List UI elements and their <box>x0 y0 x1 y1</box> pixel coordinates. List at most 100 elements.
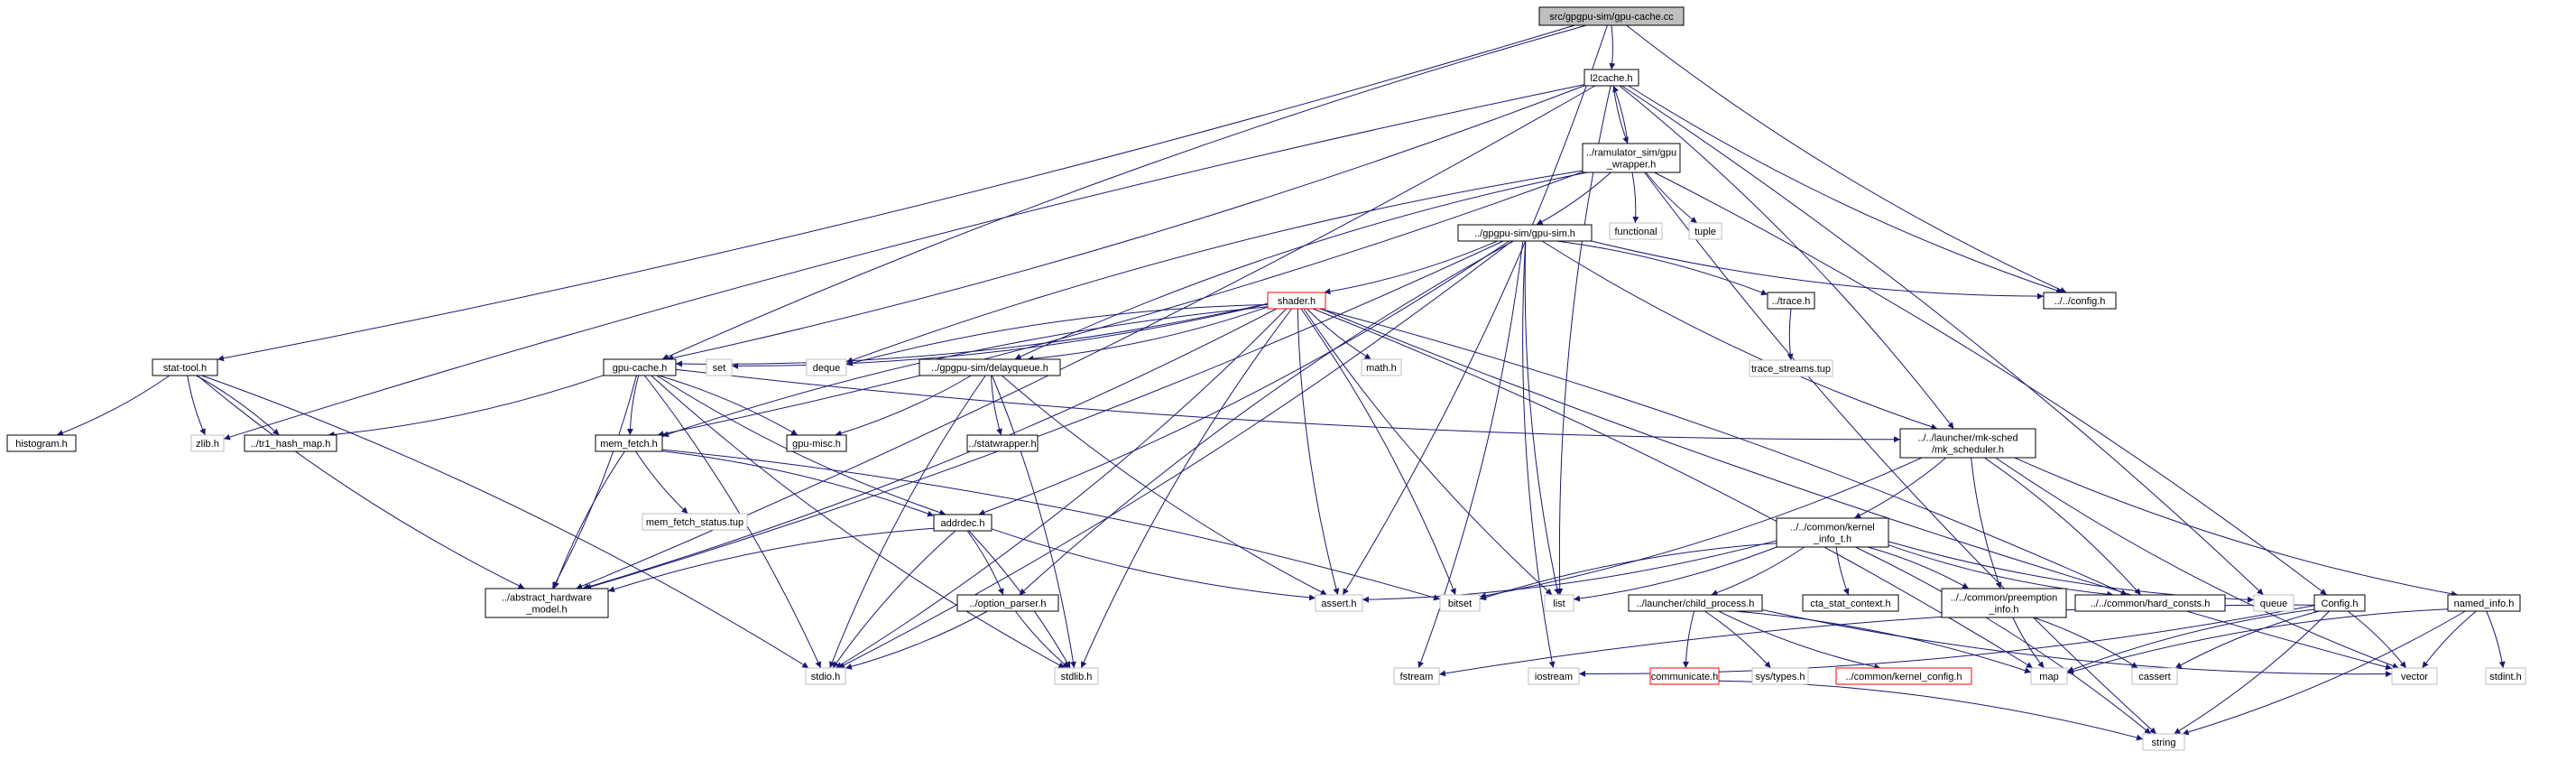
node-string: string <box>2142 733 2185 751</box>
node-shader[interactable]: shader.h <box>1267 292 1326 310</box>
node-label: ../gpgpu-sim/gpu-sim.h <box>1474 228 1575 239</box>
edge-l2cache-to-mksched <box>1619 85 1954 430</box>
node-tr1[interactable]: ../tr1_hash_map.h <box>244 434 337 452</box>
node-root[interactable]: src/gpgpu-sim/gpu-cache.cc <box>1538 6 1685 26</box>
node-label: _wrapper.h <box>1606 160 1656 171</box>
edge-memfetch-to-memfetchstatus <box>635 450 688 515</box>
node-box <box>1688 222 1722 240</box>
node-label: gpu-cache.h <box>613 363 668 374</box>
edge-gpucacheh-to-addrdec <box>656 375 946 516</box>
node-label: _model.h <box>525 605 567 616</box>
node-stattool[interactable]: stat-tool.h <box>152 358 218 376</box>
node-box <box>2142 733 2185 751</box>
node-mksched[interactable]: ../../launcher/mk-sched/mk_scheduler.h <box>1899 428 2036 459</box>
node-label: set <box>713 363 726 374</box>
node-gpucacheh[interactable]: gpu-cache.h <box>603 358 677 376</box>
edge-ramulator-to-functional <box>1631 172 1639 224</box>
node-box <box>1835 667 1972 685</box>
node-abstracthw[interactable]: ../abstract_hardware_model.h <box>485 588 609 618</box>
node-label: iostream <box>1535 672 1573 682</box>
header-nodes: src/gpgpu-sim/gpu-cache.cc l2cache.h ../ra… <box>6 6 2526 751</box>
edge-delayqueue-to-gpumisc <box>835 375 972 437</box>
node-communicate[interactable]: communicate.h <box>1649 667 1720 685</box>
node-label: cassert <box>2138 672 2170 682</box>
edge-preemption-to-cassert <box>2033 617 2138 669</box>
edge-addrdec-to-abstracthw <box>607 527 935 593</box>
edge-shader-to-abstracthw <box>582 308 1277 590</box>
edge-shader-to-memfetch <box>661 306 1269 438</box>
node-optionparser[interactable]: ../option_parser.h <box>956 594 1059 612</box>
edge-gpucacheh-to-stdlib <box>651 375 1066 669</box>
node-gpumisc[interactable]: gpu-misc.h <box>786 434 847 452</box>
edge-shader-to-delayqueue <box>1027 306 1269 362</box>
edge-ramulator-to-string <box>1644 172 2157 735</box>
node-delayqueue[interactable]: ../gpgpu-sim/delayqueue.h <box>919 358 1061 376</box>
node-configh[interactable]: Config.h <box>2313 594 2366 612</box>
node-label: named_info.h <box>2454 599 2515 609</box>
node-label: _info.h <box>1988 605 2018 616</box>
edge-gpusim-to-trace <box>1556 240 1768 296</box>
node-box <box>1767 292 1815 310</box>
node-l2cache[interactable]: l2cache.h <box>1583 69 1639 87</box>
node-memfetch[interactable]: mem_fetch.h <box>595 434 663 452</box>
node-label: ../launcher/child_process.h <box>1637 599 1755 609</box>
node-label: Config.h <box>2322 599 2359 609</box>
node-gpusim[interactable]: ../gpgpu-sim/gpu-sim.h <box>1457 224 1593 242</box>
node-label: stdint.h <box>2489 672 2521 682</box>
edge-delayqueue-to-assert <box>1001 375 1327 596</box>
edge-kernelinfo-to-childprocess <box>1711 546 1805 596</box>
node-box <box>2043 292 2117 310</box>
node-box <box>2485 667 2526 685</box>
node-trace[interactable]: ../trace.h <box>1767 292 1815 310</box>
node-box <box>1628 594 1763 612</box>
edge-mksched-to-kernelinfo <box>1853 457 1947 519</box>
edge-addrdec-to-optionparser <box>966 530 1004 596</box>
node-kernelinfo[interactable]: ../../common/kernel_info_t.h <box>1776 517 1889 548</box>
node-label: stdio.h <box>811 672 840 682</box>
node-ctastat[interactable]: cta_stat_context.h <box>1802 594 1899 612</box>
node-ramulator[interactable]: ../ramulator_sim/gpu_wrapper.h <box>1582 143 1681 173</box>
node-statwrapper[interactable]: ../statwrapper.h <box>966 434 1039 452</box>
node-box <box>919 358 1061 376</box>
node-addrdec[interactable]: addrdec.h <box>933 514 993 532</box>
node-preemption[interactable]: ../../common/preemption_info.h <box>1941 588 2067 618</box>
node-box <box>786 434 847 452</box>
edge-delayqueue-to-stdlib <box>992 375 1076 669</box>
edge-shader-to-vector <box>1320 308 2393 671</box>
node-box <box>1315 594 1363 612</box>
edge-kernelinfo-to-list <box>1573 546 1777 602</box>
node-histogram[interactable]: histogram.h <box>6 434 77 452</box>
edge-namedinfo-to-map <box>2066 608 2449 674</box>
node-list: list <box>1544 594 1574 612</box>
edge-memfetch-to-addrdec <box>661 450 935 517</box>
edge-kernelinfo-to-bitset <box>1479 543 1777 601</box>
edge-optionparser-to-stdio <box>845 610 988 670</box>
node-tracestreams: trace_streams.tup <box>1749 359 1833 377</box>
edge-shader-to-map <box>1312 308 2034 669</box>
node-label: ../statwrapper.h <box>968 439 1036 450</box>
node-box <box>1544 594 1574 612</box>
edge-addrdec-to-assert <box>991 528 1316 601</box>
edge-mksched-to-vector <box>1995 457 2399 669</box>
edge-mksched-to-preemption <box>1971 457 2002 589</box>
edge-namedinfo-to-stdint <box>2486 610 2506 669</box>
node-label: gpu-misc.h <box>792 439 841 450</box>
node-stdio: stdio.h <box>805 667 846 685</box>
edge-gpucacheh-to-gpumisc <box>658 375 799 436</box>
node-box <box>1776 517 1889 548</box>
node-childprocess[interactable]: ../launcher/child_process.h <box>1628 594 1763 612</box>
edge-l2cache-to-config <box>1628 85 2064 294</box>
node-tuple: tuple <box>1688 222 1722 240</box>
node-box <box>244 434 337 452</box>
node-box <box>956 594 1059 612</box>
edge-stattool-to-abstracthw <box>197 375 525 589</box>
node-hardconsts[interactable]: ../../common/hard_consts.h <box>2074 594 2226 612</box>
node-label: ../../config.h <box>2054 296 2106 307</box>
node-label: vector <box>2401 672 2428 682</box>
node-config[interactable]: ../../config.h <box>2043 292 2117 310</box>
node-namedinfo[interactable]: named_info.h <box>2447 594 2521 612</box>
edge-gpusim-to-optionparser <box>1019 240 1514 596</box>
node-kernelconfig[interactable]: ../common/kernel_config.h <box>1835 667 1972 685</box>
node-label: l2cache.h <box>1590 73 1632 84</box>
